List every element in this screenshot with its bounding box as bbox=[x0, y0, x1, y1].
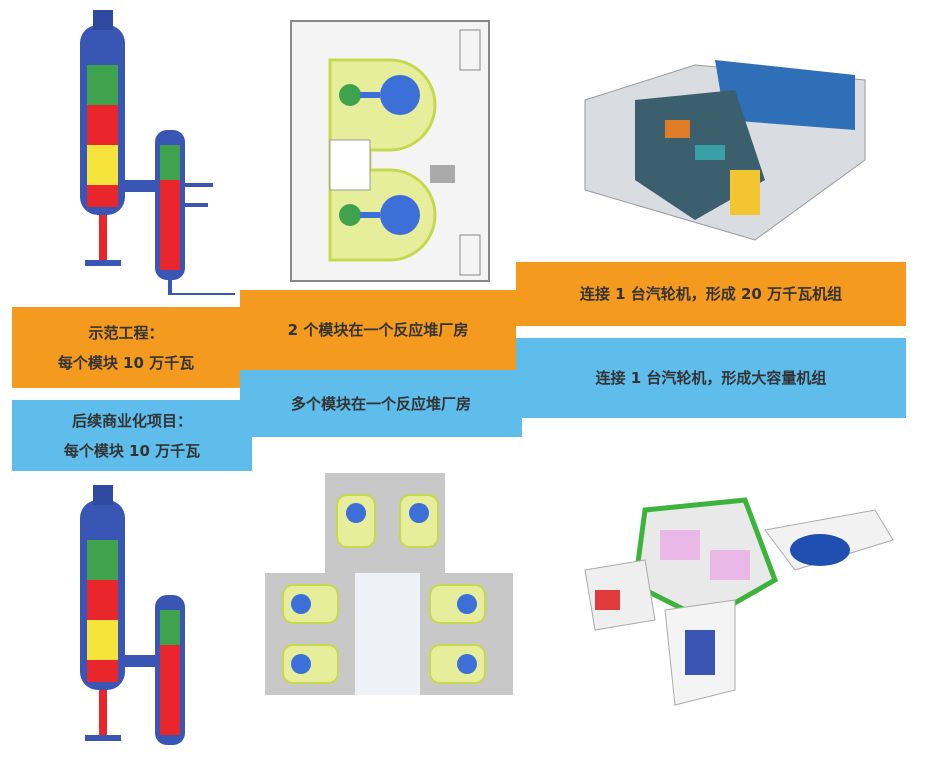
commercial-turbine-text: 连接 1 台汽轮机，形成大容量机组 bbox=[595, 369, 827, 387]
demo-module-title: 示范工程： bbox=[88, 323, 164, 342]
commercial-building-text: 多个模块在一个反应堆厂房 bbox=[290, 394, 471, 413]
two-module-building-plan bbox=[290, 20, 490, 282]
demo-turbine-text: 连接 1 台汽轮机，形成 20 万千瓦机组 bbox=[579, 285, 843, 303]
power-plant-3d-bottom bbox=[584, 497, 894, 706]
reactor-module-illustration-top bbox=[80, 10, 235, 295]
multi-module-building-plan bbox=[265, 473, 513, 695]
commercial-module-title: 后续商业化项目： bbox=[71, 411, 192, 430]
reactor-module-illustration-bottom bbox=[80, 485, 185, 745]
commercial-module-band: 后续商业化项目： 每个模块 10 万千瓦 bbox=[12, 400, 252, 471]
demo-turbine-band: 连接 1 台汽轮机，形成 20 万千瓦机组 bbox=[516, 262, 906, 326]
demo-building-band: 2 个模块在一个反应堆厂房 bbox=[240, 290, 516, 370]
commercial-module-capacity: 每个模块 10 万千瓦 bbox=[63, 441, 201, 460]
power-plant-3d-top bbox=[584, 60, 866, 241]
demo-module-capacity: 每个模块 10 万千瓦 bbox=[57, 353, 195, 372]
commercial-building-band: 多个模块在一个反应堆厂房 bbox=[240, 370, 522, 437]
commercial-turbine-band: 连接 1 台汽轮机，形成大容量机组 bbox=[516, 338, 906, 418]
demo-building-text: 2 个模块在一个反应堆厂房 bbox=[287, 321, 469, 339]
demo-module-band: 示范工程： 每个模块 10 万千瓦 bbox=[12, 307, 240, 388]
